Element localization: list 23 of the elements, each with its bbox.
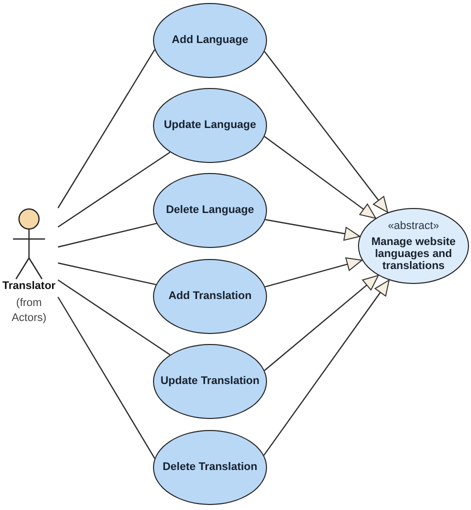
generalization-arrow	[264, 51, 388, 213]
association-line	[58, 222, 157, 248]
association-line	[58, 262, 156, 286]
stereotype-label: «abstract»	[388, 220, 440, 233]
use-case-label: Add Translation	[168, 290, 252, 304]
use-case-label: Update Translation	[160, 374, 260, 388]
use-case-label: Delete Translation	[162, 460, 258, 474]
generalization-arrow	[265, 219, 360, 241]
association-line	[57, 296, 156, 459]
association-line	[58, 280, 170, 356]
use-case-label: Add Language	[172, 34, 248, 48]
actor-name-label: Translator	[2, 280, 56, 293]
association-line	[57, 49, 156, 208]
abstract-use-case-ellipse	[358, 208, 469, 284]
association-line	[58, 152, 170, 228]
generalization-arrow	[264, 274, 379, 371]
generalization-arrow	[263, 280, 390, 456]
generalization-arrow	[264, 136, 376, 219]
use-case-label: Update Language	[164, 118, 256, 132]
use-case-label: Delete Language	[166, 204, 254, 218]
generalization-arrow	[264, 257, 362, 288]
use-case-label: Manage website languages and translations	[370, 236, 457, 272]
actor-note-label: (from Actors)	[10, 296, 48, 326]
